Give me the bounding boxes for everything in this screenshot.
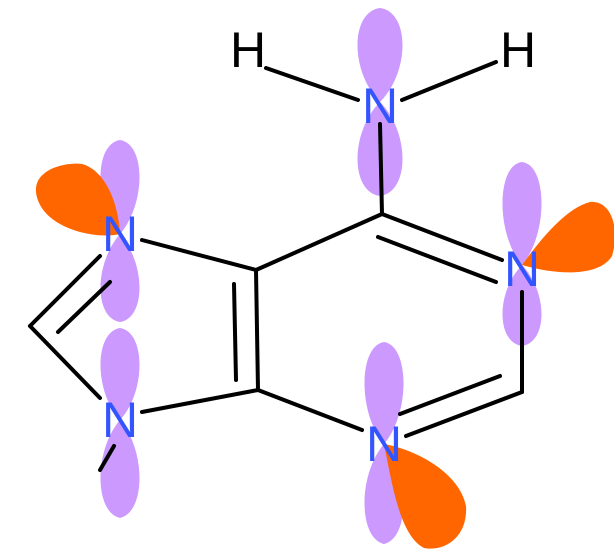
lone-pair-n-top-left xyxy=(35,163,121,236)
bond-c4-c5-double xyxy=(232,282,238,382)
atom-n-ring-right: N xyxy=(504,241,540,297)
p-orbital-n-ring-right xyxy=(502,162,542,346)
bond-c6-n-ring-right-double xyxy=(376,235,498,284)
bond-n-amino-c6 xyxy=(378,122,384,216)
bond-n-amino-h-right xyxy=(400,60,498,102)
p-orbital-n-top-left xyxy=(100,140,140,322)
bond-c5-n-top-left xyxy=(140,238,258,272)
bond-n-bottom-left-c4 xyxy=(140,388,260,414)
lone-pair-orbitals xyxy=(35,163,614,549)
atom-n-top-left: N xyxy=(102,206,138,262)
bond-h-left-n-amino xyxy=(264,66,360,102)
bond-n-bottom-left-h xyxy=(98,444,116,472)
atom-labels: H H N N N N N xyxy=(102,22,540,472)
bond-c6-n-ring-right xyxy=(380,212,504,262)
bond-c8-n-bottom-left xyxy=(28,324,102,400)
lone-pair-n-ring-bottom xyxy=(384,444,467,549)
atom-n-amino: N xyxy=(362,78,398,134)
p-orbital-n-bottom-left xyxy=(100,328,140,518)
atom-h-right: H xyxy=(500,22,536,78)
atom-n-ring-bottom: N xyxy=(366,416,402,472)
p-orbitals xyxy=(100,8,542,544)
bond-c2-n-ring-bottom xyxy=(404,390,524,438)
p-orbital-amino xyxy=(357,8,403,196)
p-orbital-n-ring-bottom xyxy=(364,342,404,544)
bond-c5-c6 xyxy=(254,212,384,272)
bond-n-top-left-c8 xyxy=(28,254,102,328)
bonds xyxy=(28,60,524,472)
atom-h-left: H xyxy=(230,22,266,78)
lone-pair-n-ring-right xyxy=(522,201,614,273)
bond-n-top-left-c8-double xyxy=(56,280,112,334)
bond-c2-n-ring-bottom-double xyxy=(398,374,502,416)
bond-c4-c5 xyxy=(254,268,260,392)
bond-n-ring-bottom-c4 xyxy=(256,388,364,432)
atom-n-bottom-left: N xyxy=(102,392,138,448)
